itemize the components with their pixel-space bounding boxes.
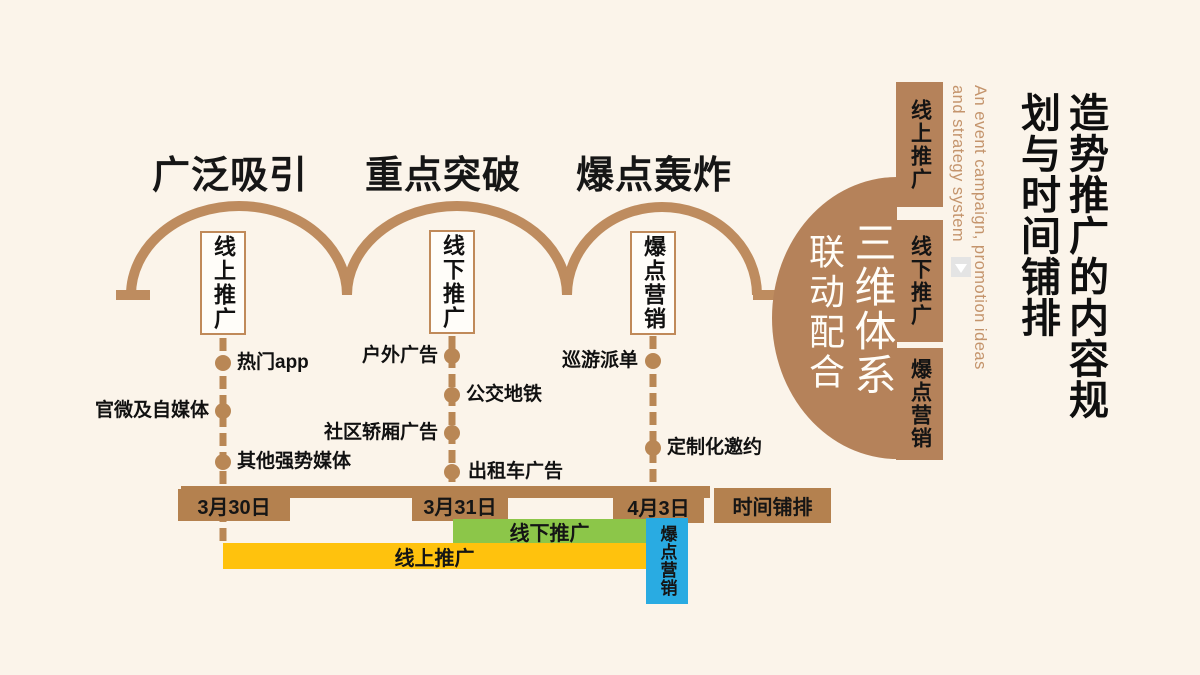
system-box-offline: 线下推广 <box>896 220 943 342</box>
channel-box-online: 线上推广 <box>200 231 246 335</box>
phase-header-3: 爆点轰炸 <box>575 155 732 197</box>
gantt-bar-burst: 爆点营销 <box>646 518 688 604</box>
channel-box-burst: 爆点营销 <box>630 231 676 335</box>
system-box-burst: 爆点营销 <box>896 348 943 460</box>
gantt-bar-label: 线上推广 <box>394 547 475 570</box>
channel-box-offline: 线下推广 <box>429 230 475 334</box>
date-box-3: 4月3日 <box>613 489 704 523</box>
timeline-item-label: 官微及自媒体 <box>94 400 209 421</box>
timeline-dot <box>444 348 460 364</box>
timeline-dot <box>444 387 460 403</box>
gantt-bar-label: 线下推广 <box>509 522 590 545</box>
timeline-item-label: 其他强势媒体 <box>237 451 352 472</box>
arch-3 <box>562 202 762 296</box>
channel-label: 爆点营销 <box>641 235 666 331</box>
timeline-item-label: 公交地铁 <box>466 384 543 405</box>
system-circle-text-2: 联动配合 <box>804 233 845 393</box>
arch-1 <box>126 201 352 296</box>
timeline-dot <box>645 440 661 456</box>
gantt-bar-label: 爆点营销 <box>657 525 677 597</box>
channel-label: 线下推广 <box>440 234 465 330</box>
system-box-label: 线下推广 <box>908 235 932 327</box>
timeline-dot <box>645 353 661 369</box>
system-box-label: 线上推广 <box>908 98 932 191</box>
timeline-dot <box>215 403 231 419</box>
timeline-item-label: 巡游派单 <box>561 350 638 371</box>
channel-label: 线上推广 <box>211 235 236 331</box>
gantt-bar-online: 线上推广 <box>223 543 646 570</box>
date-box-1: 3月30日 <box>178 489 290 521</box>
system-box-online: 线上推广 <box>896 82 943 207</box>
timeline-item-label: 热门app <box>237 352 309 373</box>
timeline-item-label: 定制化邀约 <box>667 437 763 458</box>
phase-header-2: 重点突破 <box>364 155 521 197</box>
down-triangle-icon <box>951 257 971 277</box>
timeline-item-label: 社区轿厢广告 <box>323 422 438 443</box>
date-box-2: 3月31日 <box>412 489 508 521</box>
timeline-dot <box>444 425 460 441</box>
timeline-dot <box>444 464 460 480</box>
schedule-label-box: 时间铺排 <box>714 488 831 523</box>
timeline-item-label: 出租车广告 <box>468 461 564 482</box>
phase-header-1: 广泛吸引 <box>151 155 308 197</box>
timeline-dot <box>215 454 231 470</box>
system-box-label: 爆点营销 <box>908 358 932 450</box>
timeline-dot <box>215 355 231 371</box>
page-title-col1: 造势推广的内容规 <box>1063 92 1107 420</box>
gantt-bar-offline: 线下推广 <box>453 519 646 545</box>
subtitle-english-line1: An event campaign, promotion ideas <box>971 85 989 370</box>
arch-2 <box>342 201 572 296</box>
timeline-item-label: 户外广告 <box>361 345 438 366</box>
system-circle-text-1: 三维体系 <box>849 221 896 397</box>
page-title-col2: 划与时间铺排 <box>1015 92 1059 338</box>
subtitle-english-line2: and strategy system <box>949 85 967 243</box>
